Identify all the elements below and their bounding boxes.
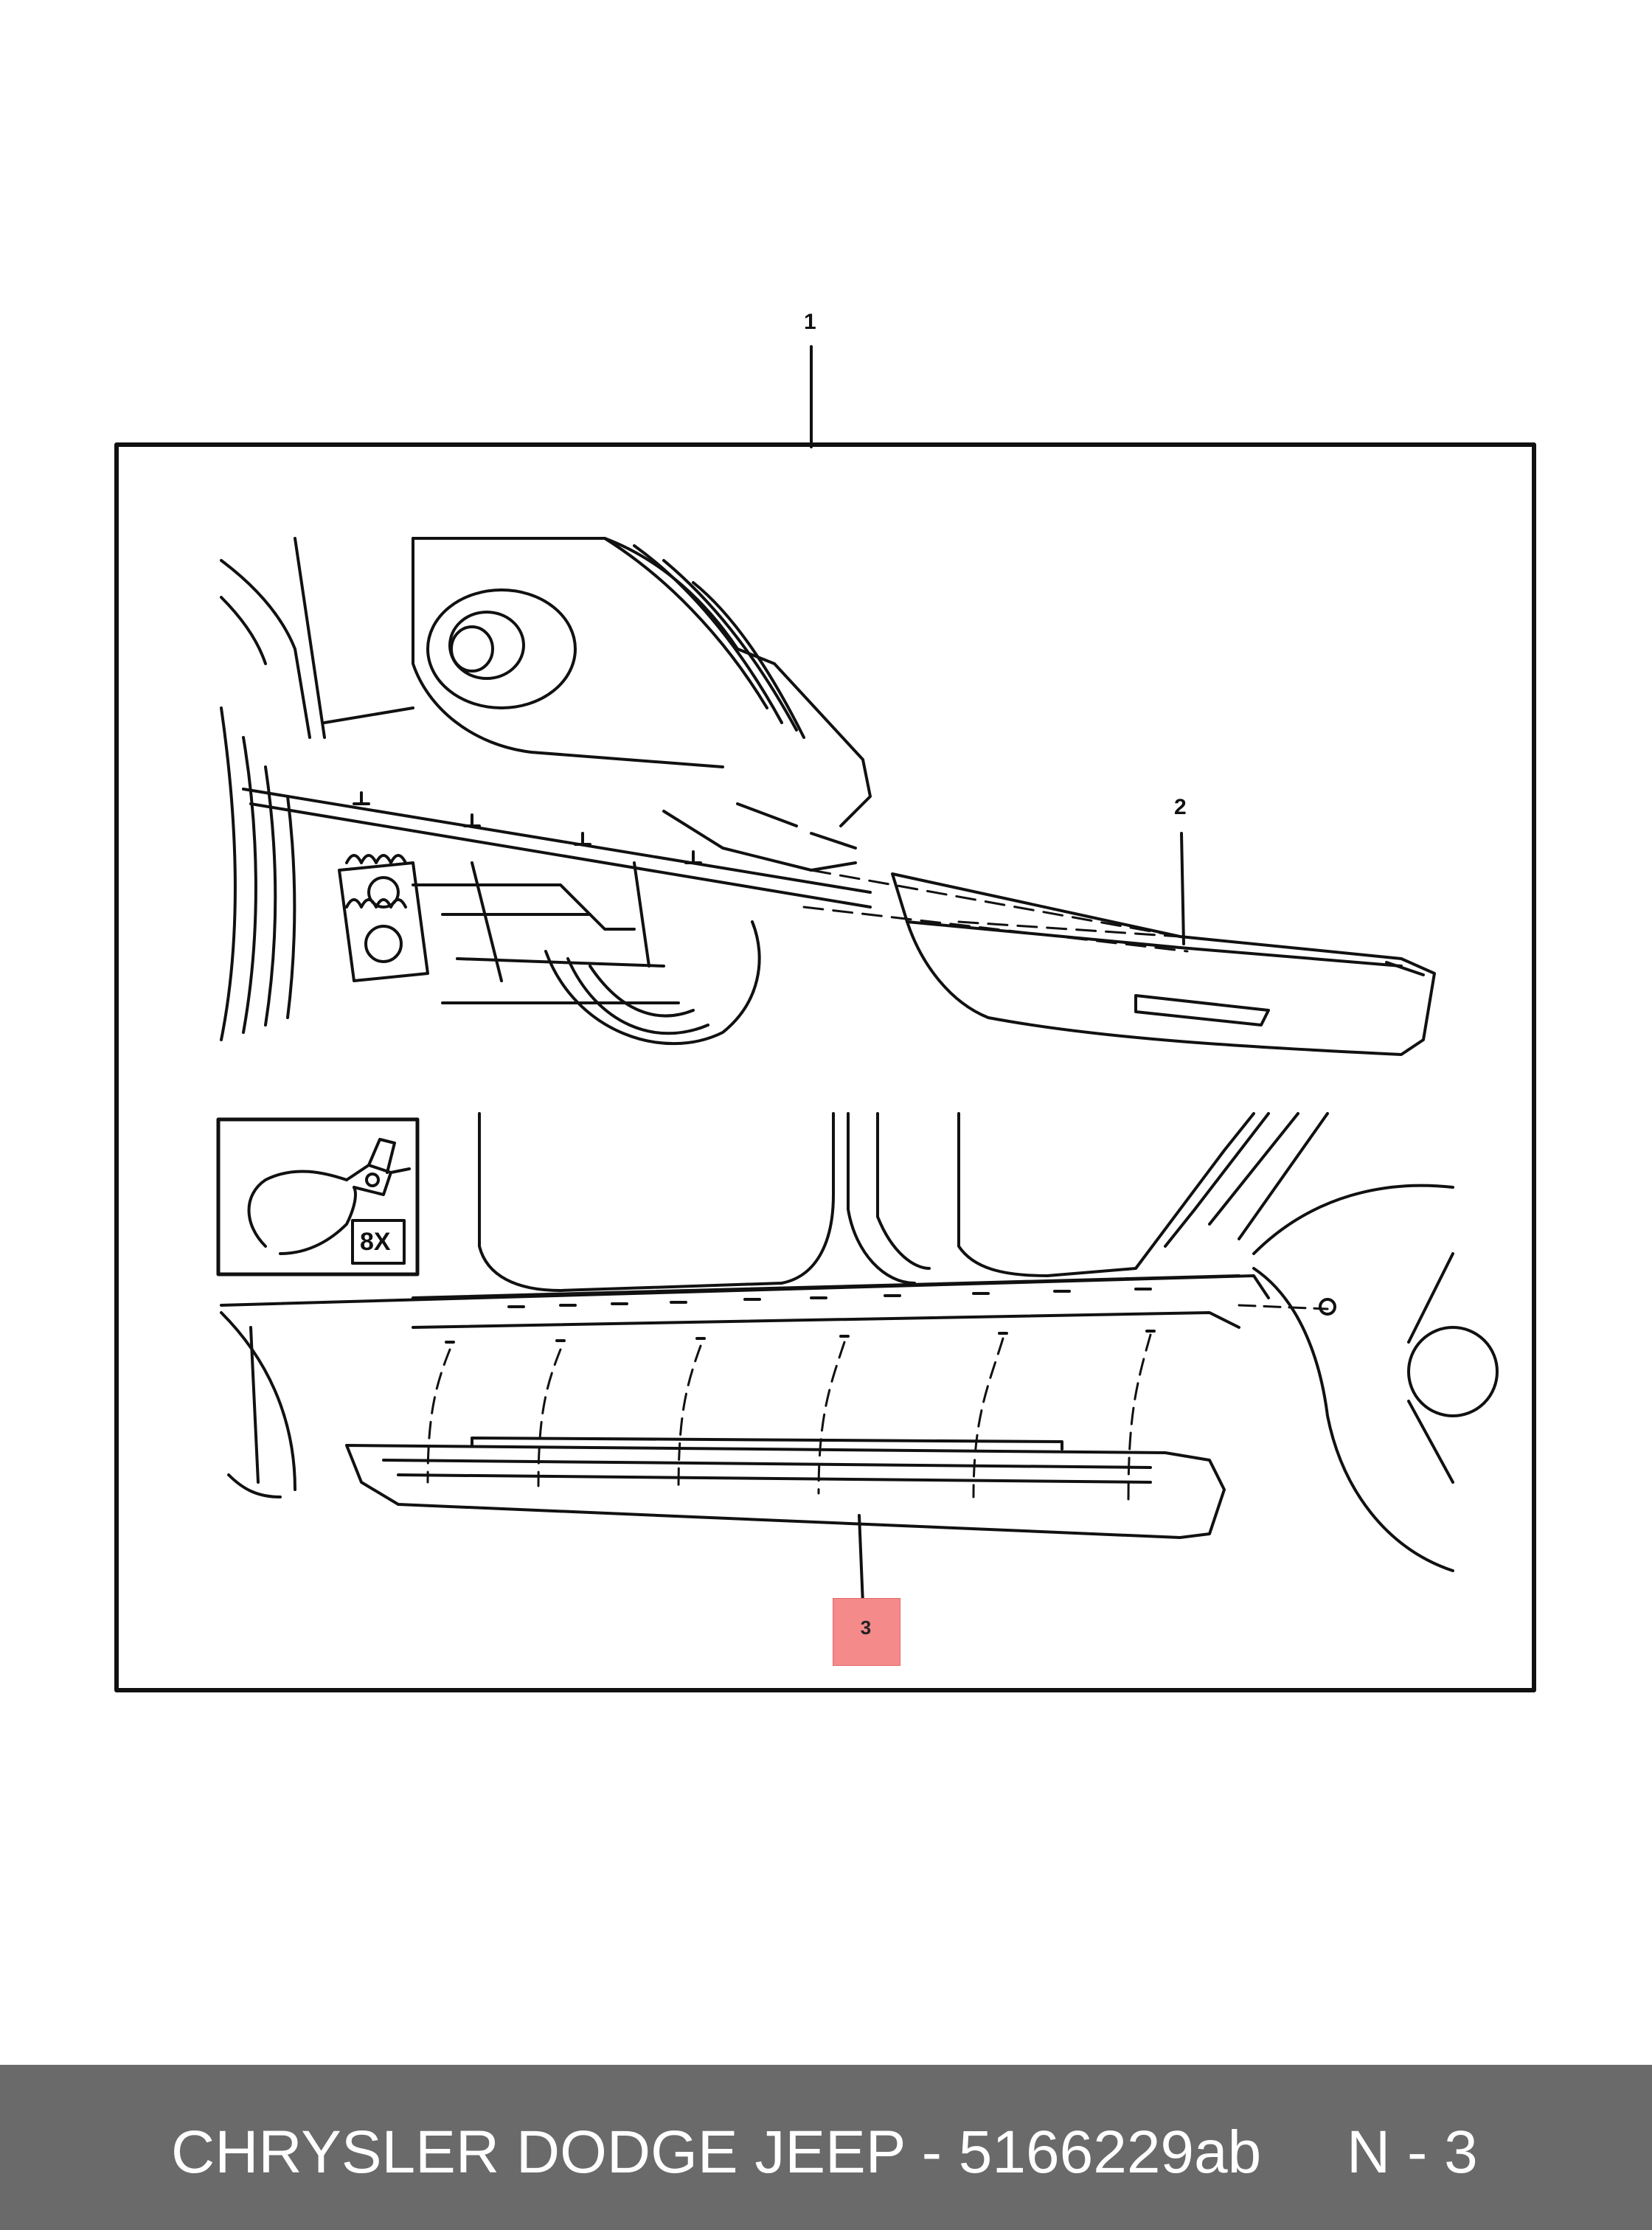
footer-bar xyxy=(0,2065,1652,2230)
page-number: N - 3 xyxy=(1347,2119,1478,2186)
cutting-pliers-icon xyxy=(247,1138,411,1255)
rocker-panel-part xyxy=(345,1444,1226,1539)
callout-1-label: 1 xyxy=(804,310,816,334)
callout-3-highlight[interactable] xyxy=(833,1598,900,1666)
front-valance-part xyxy=(802,869,1436,1056)
quantity-label: 8X xyxy=(360,1228,391,1256)
footer-part-number: CHRYSLER DODGE JEEP - 5166229ab xyxy=(171,2119,1262,2186)
front-fascia-drawing xyxy=(220,537,872,1046)
callout-3-label: 3 xyxy=(860,1616,872,1639)
quantity-badge xyxy=(351,1219,406,1265)
callout-2-label: 2 xyxy=(1174,795,1187,819)
side-body-drawing xyxy=(220,1112,1499,1572)
callout-3-leader xyxy=(858,1514,864,1605)
illustration-frame xyxy=(114,442,1536,1692)
callout-2-leader xyxy=(1180,832,1185,945)
